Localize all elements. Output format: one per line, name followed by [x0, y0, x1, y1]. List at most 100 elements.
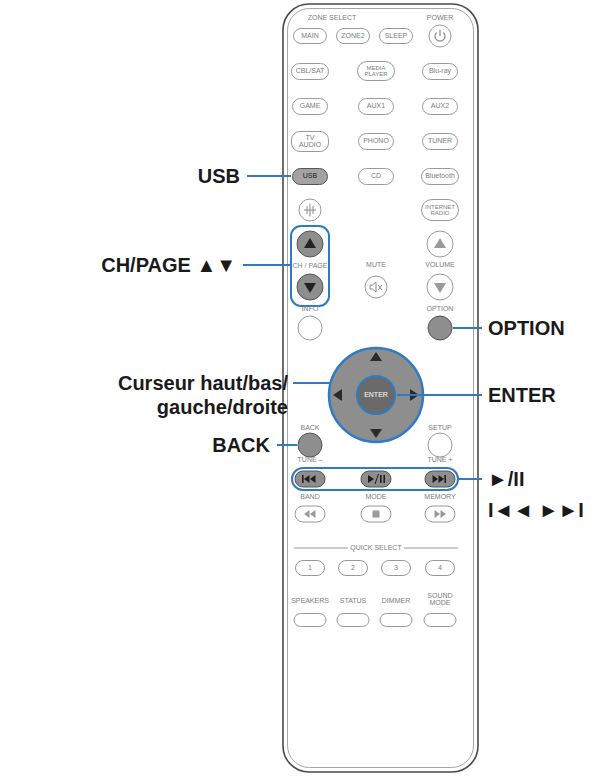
callout-label: CH/PAGE ▲▼ [101, 253, 236, 277]
source-button: CD [358, 168, 394, 185]
source-button: Blu-ray [422, 63, 458, 80]
fast-forward-icon [435, 510, 447, 518]
button-label: SOUND MODE [423, 592, 457, 607]
source-button: Bluetooth [421, 168, 459, 185]
source-button: PHONO [358, 133, 394, 150]
button-label: TUNE – [298, 456, 323, 463]
button-label: TUNE + [427, 456, 452, 463]
cursor-left-arrow [333, 389, 342, 401]
leader-line [277, 444, 297, 446]
button-text: CD [371, 172, 381, 179]
power-button [429, 25, 451, 47]
button-label: BACK [300, 424, 319, 431]
zone2-button: ZONE2 [336, 28, 370, 44]
main-button: MAIN [293, 28, 327, 44]
button-text: ENTER [364, 391, 388, 398]
ch-up-button [297, 231, 323, 257]
button-label: CH / PAGE [293, 262, 328, 269]
power-icon [435, 30, 445, 41]
quick-select-button: 2 [338, 560, 368, 576]
button-text: CBL/SAT [296, 67, 325, 74]
callout-label: Curseur haut/bas/ gauche/droite [98, 371, 288, 419]
button-label: POWER [427, 14, 453, 21]
button-label: BAND [300, 493, 319, 500]
button-label: MODE [366, 493, 387, 500]
transport-highlight [292, 468, 458, 490]
button-text: Bluetooth [425, 172, 455, 179]
down-arrow [434, 283, 446, 293]
button-text: Blu-ray [429, 67, 451, 74]
status-button [337, 614, 369, 627]
down-arrow [304, 283, 316, 293]
button-text: 2 [351, 564, 355, 571]
play-pause-button [361, 471, 391, 487]
play-pause-slash [375, 474, 379, 484]
source-button: AUX1 [358, 98, 394, 115]
mute-icon [370, 282, 382, 292]
quick-select-button: 3 [381, 560, 411, 576]
source-button: MEDIA PLAYER [357, 61, 395, 81]
button-text: ZONE2 [341, 32, 364, 39]
callout-label: ►/II [488, 467, 524, 491]
button-label: STATUS [340, 597, 367, 604]
stop-button [361, 506, 391, 522]
leader-line [247, 175, 291, 177]
option-button [428, 316, 452, 340]
fast-forward-button [425, 506, 455, 522]
button-text: AUX2 [431, 102, 449, 109]
enter-button: ENTER [356, 375, 396, 415]
button-text: 4 [438, 564, 442, 571]
button-label: SETUP [428, 424, 451, 431]
dimmer-button [380, 614, 412, 627]
button-label: INFO [302, 305, 319, 312]
button-text: TUNER [428, 137, 452, 144]
play-pause-icon [368, 475, 385, 483]
source-button: CBL/SAT [291, 63, 329, 80]
button-text: USB [303, 172, 317, 179]
rewind-button [295, 506, 325, 522]
volume-down-button [427, 274, 453, 300]
leader-line [459, 478, 482, 480]
button-text: AUX1 [367, 102, 385, 109]
leader-line [293, 382, 330, 384]
button-text: TV AUDIO [295, 134, 325, 149]
callout-label: USB [198, 164, 240, 188]
remote-inner-edge [288, 9, 474, 768]
source-button: INTERNET RADIO [421, 199, 459, 221]
heos-icon [304, 204, 316, 217]
button-text: 1 [308, 564, 312, 571]
button-label: MEMORY [424, 493, 455, 500]
cursor-down-arrow [370, 429, 382, 438]
up-arrow [304, 238, 316, 248]
button-text: SLEEP [385, 32, 408, 39]
source-button: AUX2 [422, 98, 458, 115]
mute-button [365, 276, 387, 298]
usb-button: USB [292, 168, 328, 185]
button-text: 3 [394, 564, 398, 571]
stop-icon [373, 511, 380, 518]
previous-button [295, 471, 325, 487]
remote-body [283, 4, 478, 772]
previous-icon [302, 475, 316, 483]
leader-line [453, 327, 482, 329]
cursor-up-arrow [370, 352, 382, 361]
group-label: QUICK SELECT [350, 544, 401, 551]
callout-label: BACK [212, 433, 270, 457]
callout-label: OPTION [488, 316, 565, 340]
quick-select-button: 4 [425, 560, 455, 576]
button-text: INTERNET RADIO [425, 204, 455, 217]
heos-button [299, 199, 321, 221]
button-label: DIMMER [382, 597, 410, 604]
next-button [425, 471, 455, 487]
source-button: TV AUDIO [291, 131, 329, 152]
callout-label: I◄◄ ►►I [488, 498, 584, 522]
button-text: MEDIA PLAYER [361, 65, 391, 78]
sleep-button: SLEEP [379, 28, 413, 44]
sound-mode-button [424, 614, 456, 627]
back-button [298, 433, 322, 457]
setup-button [428, 433, 452, 457]
leader-lines [243, 176, 482, 479]
callout-label: ENTER [488, 383, 556, 407]
up-arrow [434, 238, 446, 248]
